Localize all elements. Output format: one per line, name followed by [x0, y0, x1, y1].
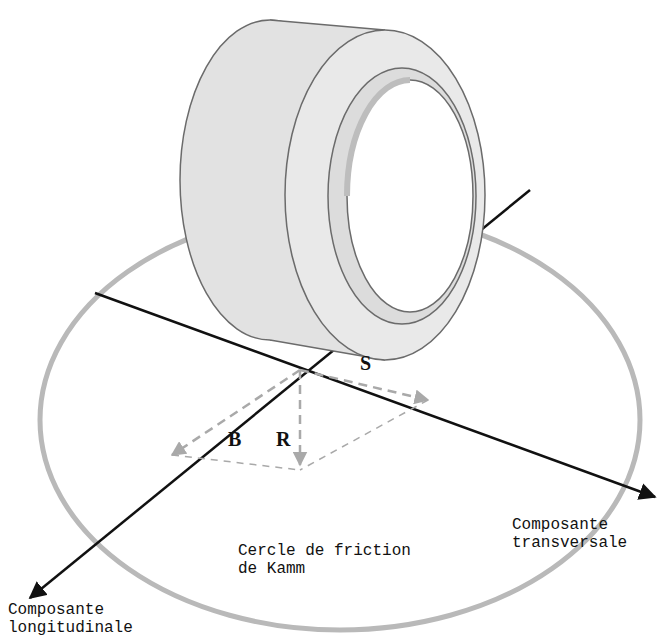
axis-label: Composante transversale	[512, 516, 637, 552]
tyre	[180, 20, 485, 360]
axis-label: Composante longitudinale	[8, 601, 148, 637]
circle-label: Cercle de friction de Kamm	[238, 542, 433, 578]
force-letter: S	[360, 352, 390, 374]
force-letter: B	[228, 428, 258, 450]
force-letter: R	[276, 428, 306, 450]
force-vectors	[172, 370, 428, 470]
